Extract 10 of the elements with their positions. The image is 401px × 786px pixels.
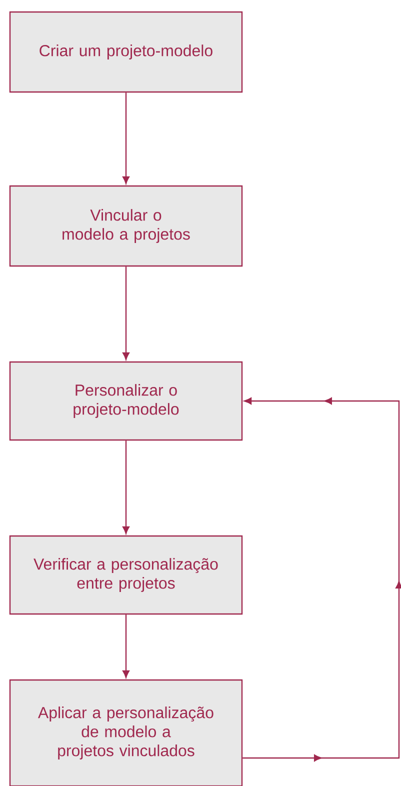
feedback-arrow [242,398,401,762]
process-box: Aplicar a personalização de modelo a projetos vinculados [9,679,243,786]
arrow [122,614,130,678]
process-box: Verificar a personalização entre projetos [9,535,243,615]
arrow [122,92,130,184]
process-box: Personalizar o projeto-modelo [9,361,243,441]
arrow [122,266,130,360]
arrow [122,440,130,534]
process-box: Criar um projeto-modelo [9,11,243,93]
process-box: Vincular o modelo a projetos [9,185,243,267]
